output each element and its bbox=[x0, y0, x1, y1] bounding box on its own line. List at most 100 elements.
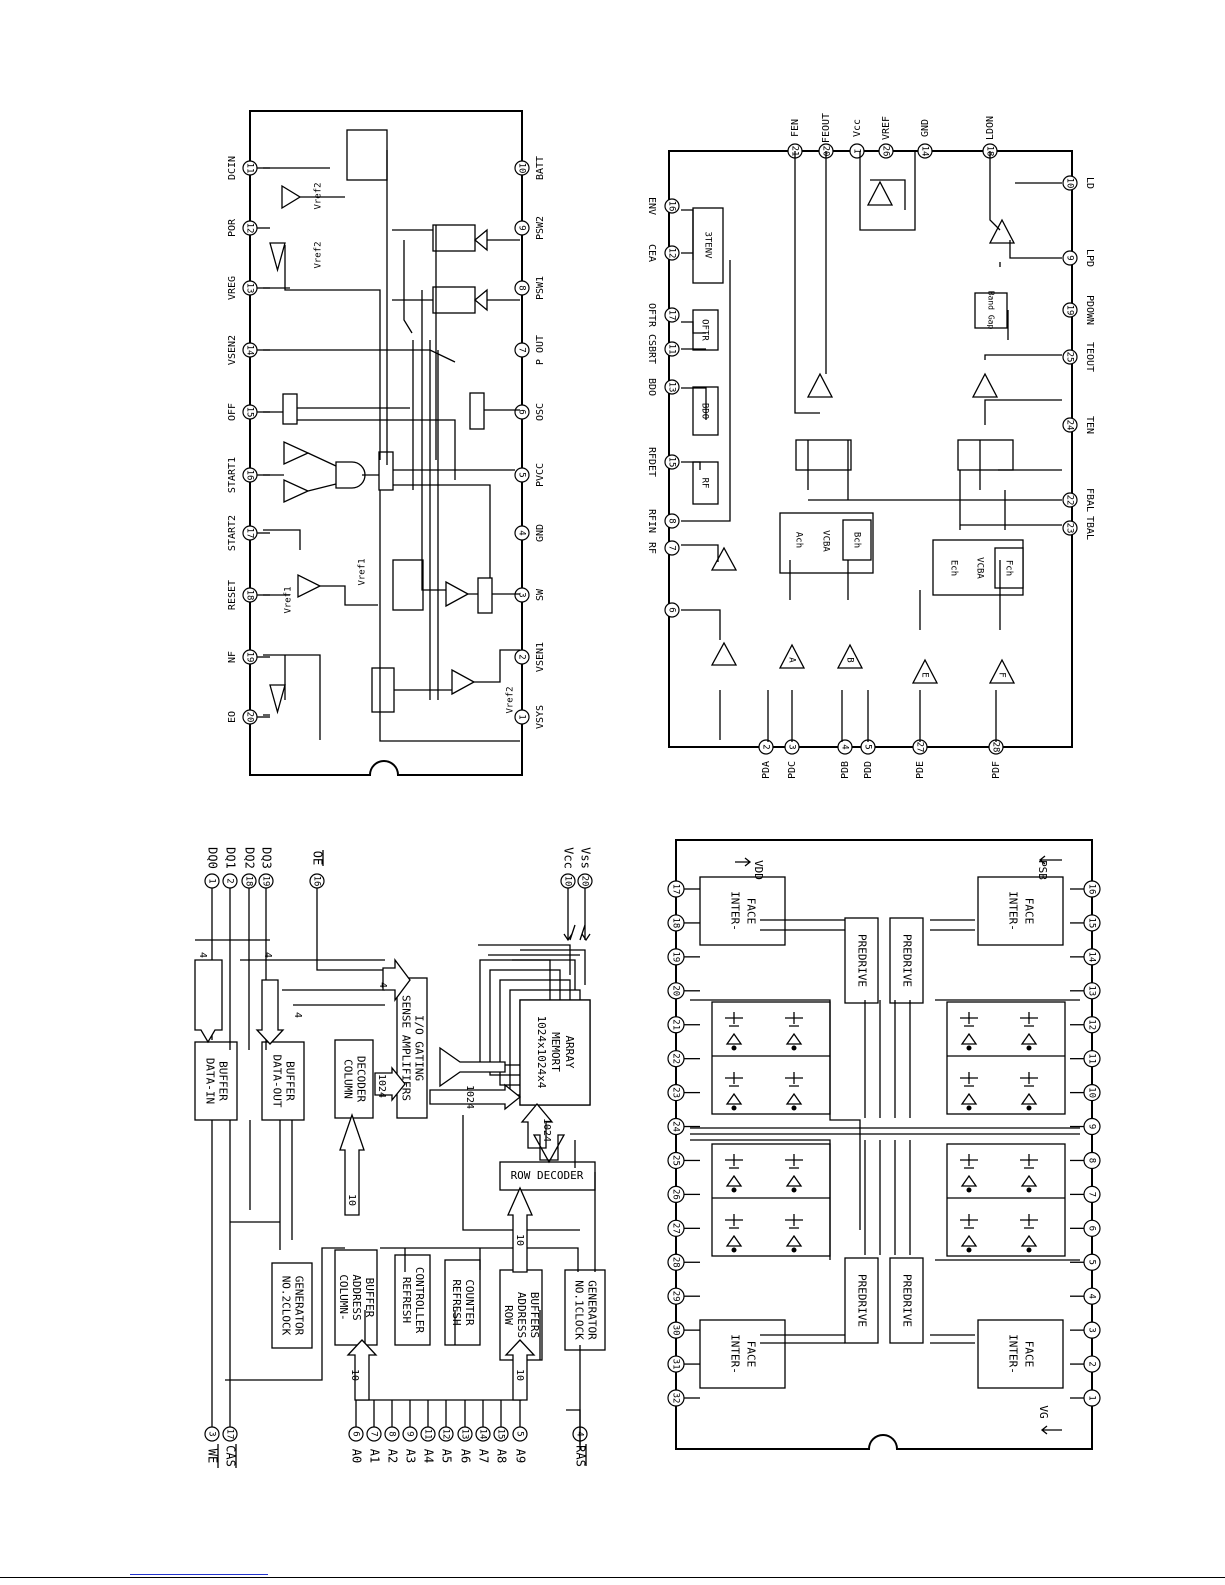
pin-number: 13 bbox=[460, 1429, 470, 1440]
pin-number: 20 bbox=[245, 712, 255, 723]
pin-label: VREG bbox=[227, 276, 238, 300]
interface-block bbox=[977, 876, 1064, 946]
pin: 32 bbox=[667, 1389, 685, 1407]
vref-label: Vref2 bbox=[314, 182, 324, 209]
junction-dot bbox=[791, 1045, 797, 1051]
pin: 3 bbox=[514, 587, 530, 603]
pin-label: PDOWN bbox=[1084, 295, 1095, 325]
h-bridge-cell bbox=[711, 1143, 831, 1257]
pin: 20 bbox=[577, 873, 593, 889]
pin-label: PSW1 bbox=[535, 276, 546, 300]
pin: 10 bbox=[560, 873, 576, 889]
pin-number: 31 bbox=[671, 1359, 681, 1370]
junction-dot bbox=[1026, 1247, 1032, 1253]
pin: 7 bbox=[366, 1426, 382, 1442]
pin-circle bbox=[664, 307, 680, 323]
pin-label: RESET bbox=[227, 580, 238, 610]
block-label: ROW bbox=[502, 1305, 515, 1325]
diode-symbol bbox=[960, 1234, 978, 1247]
pin: 2 bbox=[514, 649, 530, 665]
dram-block-col_dec bbox=[334, 1039, 374, 1119]
junction-dot bbox=[791, 1105, 797, 1111]
pin-number: 17 bbox=[225, 1429, 235, 1440]
pin-number: 24 bbox=[1065, 420, 1075, 431]
block-label: REFRESH bbox=[450, 1279, 463, 1325]
pin-label: VSEN2 bbox=[227, 335, 238, 365]
pin: 9 bbox=[1062, 250, 1078, 266]
pin: 20 bbox=[667, 982, 685, 1000]
pin-label: DQ3 bbox=[260, 847, 274, 869]
pin: 18 bbox=[242, 587, 258, 603]
block-label: GENERATOR bbox=[586, 1280, 599, 1340]
pin-number: 11 bbox=[1087, 1053, 1097, 1064]
dram-block-refresh_cnt bbox=[444, 1259, 481, 1346]
pin-label: WE bbox=[206, 1449, 220, 1463]
block-box bbox=[842, 519, 872, 561]
pin-circle bbox=[664, 602, 680, 618]
pin-number: 26 bbox=[881, 146, 891, 157]
pin-label: A1 bbox=[368, 1449, 382, 1463]
pin-number: 24 bbox=[671, 1121, 681, 1132]
pin-circle bbox=[514, 280, 530, 296]
pin: 7 bbox=[664, 540, 680, 556]
pin: 16 bbox=[664, 198, 680, 214]
pin-number: 9 bbox=[517, 225, 527, 230]
block-label: Fch bbox=[1004, 560, 1014, 576]
pin-label: RFDET bbox=[646, 447, 657, 477]
pin: 13 bbox=[242, 280, 258, 296]
amp-label: B bbox=[845, 657, 855, 662]
pin-label: A2 bbox=[386, 1449, 400, 1463]
pin: 5 bbox=[860, 739, 876, 755]
pin: 14 bbox=[1083, 948, 1101, 966]
pin-label: FBAL bbox=[1084, 488, 1095, 512]
block-label: MEMORT bbox=[549, 1032, 562, 1072]
pin: 21 bbox=[667, 1016, 685, 1034]
dram-block-refresh_ctrl bbox=[394, 1254, 431, 1346]
pin-number: 30 bbox=[671, 1325, 681, 1336]
diode-symbol bbox=[785, 1092, 803, 1105]
mosfet-symbol bbox=[960, 1012, 978, 1027]
pin: 1 bbox=[849, 143, 865, 159]
pin-number: 6 bbox=[1087, 1226, 1097, 1231]
bus-width-label: 10 bbox=[346, 1194, 357, 1206]
pin-label: PDD bbox=[863, 761, 874, 779]
pin-circle bbox=[1062, 349, 1078, 365]
pin: 19 bbox=[667, 948, 685, 966]
pin-circle bbox=[514, 649, 530, 665]
block-label: PREDRIVE bbox=[856, 1274, 869, 1327]
pin-number: 16 bbox=[312, 876, 322, 887]
pin: 28 bbox=[988, 739, 1004, 755]
pin-number: 22 bbox=[1065, 495, 1075, 506]
pin-circle bbox=[917, 143, 933, 159]
pin-label: Vss bbox=[579, 847, 593, 869]
pin-label: BDO bbox=[646, 378, 657, 396]
pin-number: 16 bbox=[1087, 884, 1097, 895]
mosfet-symbol bbox=[785, 1154, 803, 1169]
pin-circle bbox=[514, 587, 530, 603]
pin-label: PDB bbox=[840, 761, 851, 779]
dram-block-clk1 bbox=[564, 1269, 606, 1351]
pin-number: 22 bbox=[671, 1053, 681, 1064]
pin-number: 10 bbox=[1065, 178, 1075, 189]
block-label: GENERATOR bbox=[293, 1276, 306, 1336]
pin-number: 14 bbox=[245, 345, 255, 356]
pin-number: 5 bbox=[1087, 1260, 1097, 1265]
pin-circle bbox=[758, 739, 774, 755]
psb-label: PSB bbox=[1036, 860, 1049, 880]
pin-circle bbox=[664, 454, 680, 470]
diode-symbol bbox=[725, 1234, 743, 1247]
pin: 11 bbox=[420, 1426, 436, 1442]
pin: 14 bbox=[917, 143, 933, 159]
vref-label: Vref1 bbox=[284, 586, 294, 613]
block-label: ADDRESS bbox=[515, 1292, 528, 1338]
pin-label: PDA bbox=[761, 761, 772, 779]
pin-number: 5 bbox=[517, 472, 527, 477]
pin-number: 13 bbox=[245, 283, 255, 294]
block-label: Bch bbox=[852, 532, 862, 548]
pin-number: 8 bbox=[517, 285, 527, 290]
pin-label: CAS bbox=[224, 1445, 238, 1467]
pin: 17 bbox=[242, 525, 258, 541]
pin-number: 15 bbox=[1087, 918, 1097, 929]
pin-label: A0 bbox=[350, 1449, 364, 1463]
pin: 12 bbox=[242, 220, 258, 236]
